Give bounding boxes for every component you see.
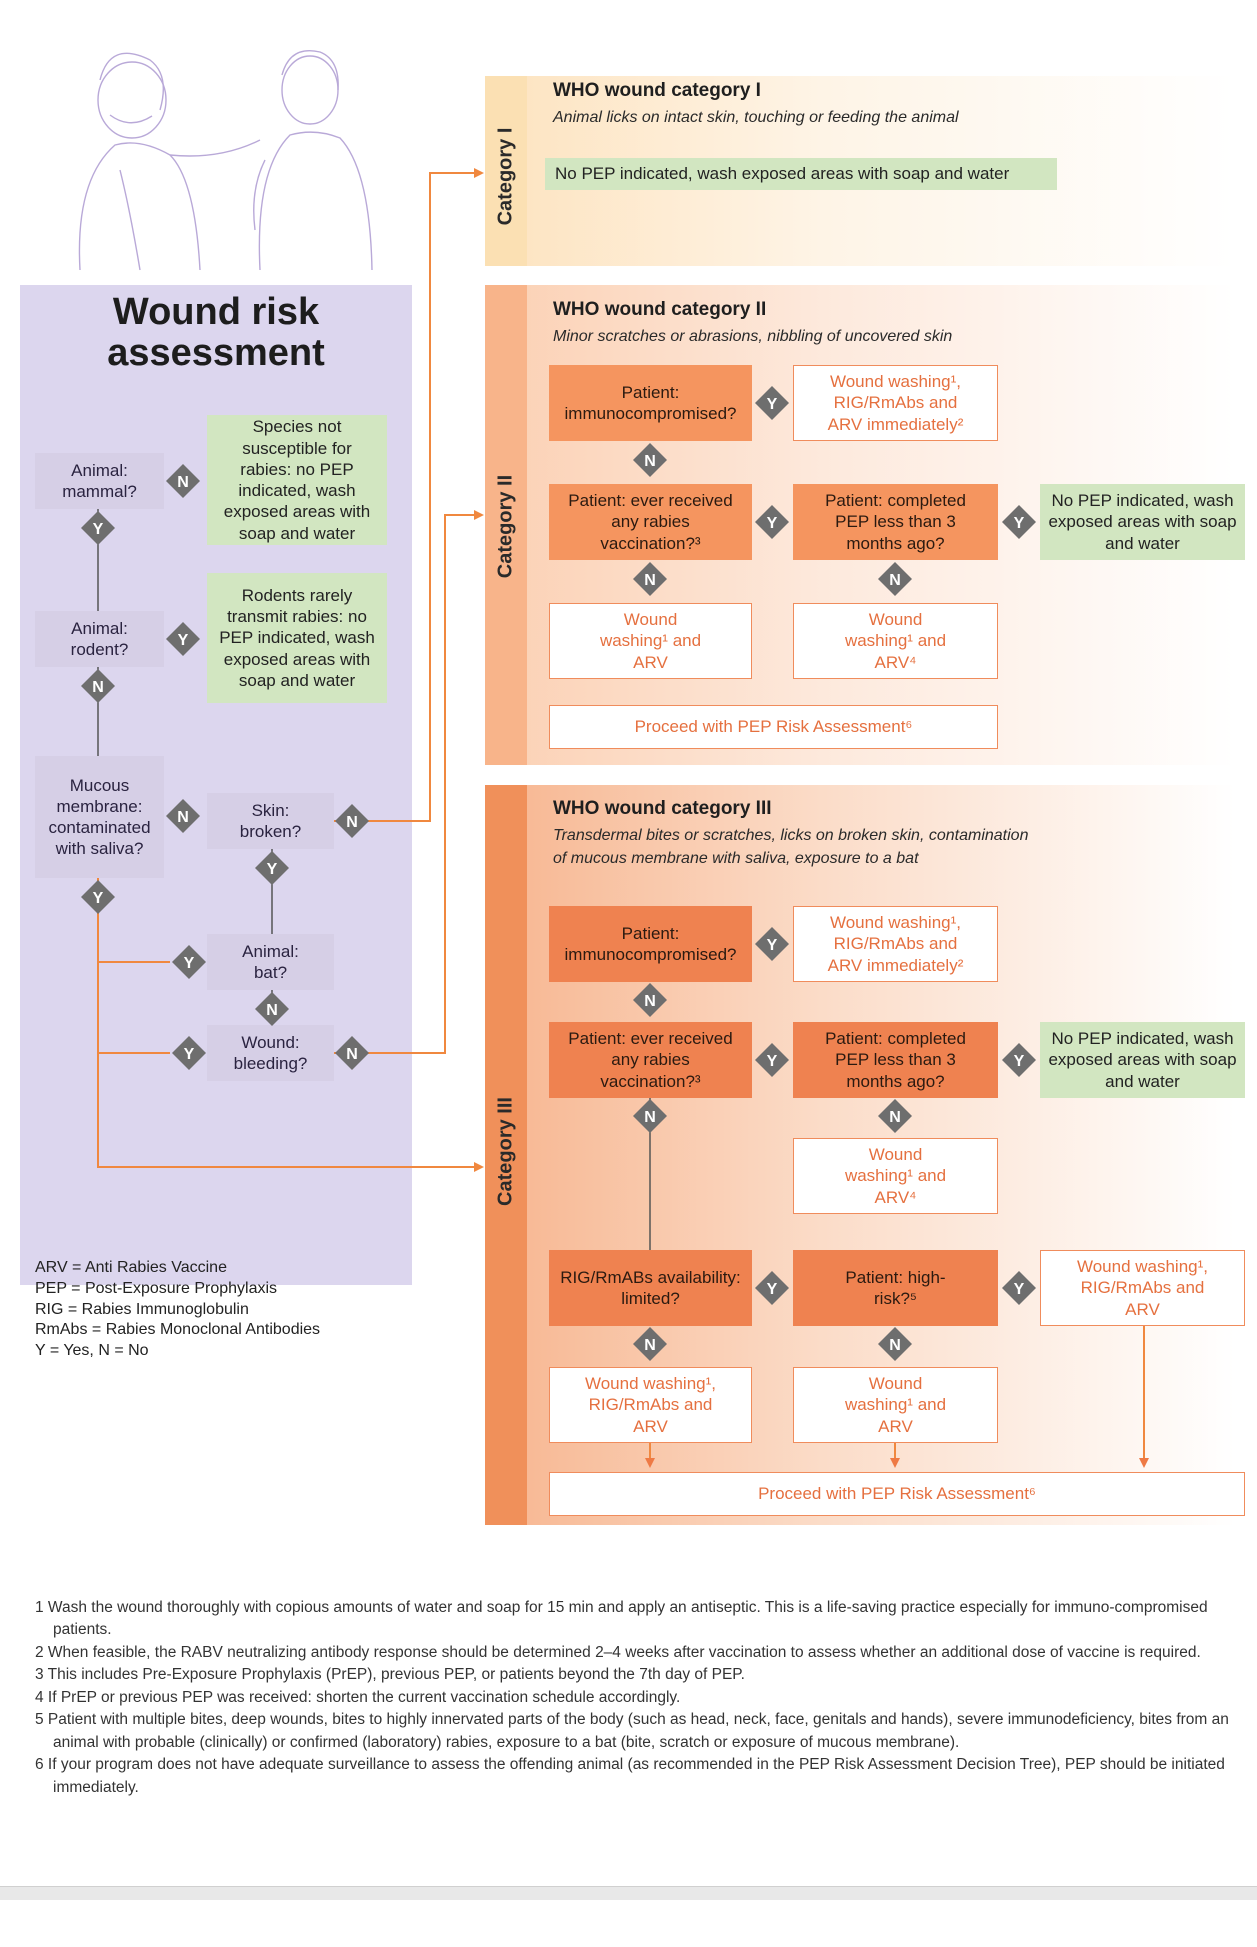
footnote: 3 This includes Pre-Exposure Prophylaxis… bbox=[35, 1666, 745, 1684]
category-3-subtitle: Transdermal bites or scratches, licks on… bbox=[553, 827, 1029, 868]
cat2-completed-pep-question: Patient: completed PEP less than 3 month… bbox=[793, 484, 998, 560]
cat3-immunocompromised-question: Patient: immunocompromised? bbox=[549, 906, 752, 982]
question-animal-bat: Animal: bat? bbox=[207, 934, 334, 990]
category-2-subtitle: Minor scratches or abrasions, nibbling o… bbox=[553, 328, 953, 345]
abbreviation-legend: ARV = Anti Rabies Vaccine PEP = Post-Exp… bbox=[35, 1258, 320, 1362]
cat3-proceed-risk-assessment: Proceed with PEP Risk Assessment⁶ bbox=[549, 1472, 1245, 1516]
legend-entry: Y = Yes, N = No bbox=[35, 1342, 149, 1360]
cat2-immunocompromised-question: Patient: immunocompromised? bbox=[549, 365, 752, 441]
legend-entry: PEP = Post-Exposure Prophylaxis bbox=[35, 1279, 278, 1297]
cat3-wash-arv4-result: Wound washing¹ and ARV⁴ bbox=[793, 1138, 998, 1214]
category-2-label: Category II bbox=[494, 474, 517, 579]
category-1-subtitle: Animal licks on intact skin, touching or… bbox=[553, 109, 959, 126]
bottom-bar bbox=[0, 1886, 1257, 1900]
question-skin-broken: Skin: broken? bbox=[207, 793, 334, 849]
cat3-vaccination-question: Patient: ever received any rabies vaccin… bbox=[549, 1022, 752, 1098]
cat3-wash-arv-result: Wound washing¹ and ARV bbox=[793, 1367, 998, 1443]
cat2-proceed-risk-assessment: Proceed with PEP Risk Assessment⁶ bbox=[549, 705, 998, 749]
footnote: 2 When feasible, the RABV neutralizing a… bbox=[35, 1643, 1201, 1661]
category-2-strip bbox=[485, 285, 527, 765]
category-3-strip bbox=[485, 785, 527, 1525]
legend-entry: RmAbs = Rabies Monoclonal Antibodies bbox=[35, 1321, 321, 1339]
footnote: 6 If your program does not have adequate… bbox=[35, 1756, 1225, 1796]
cat3-completed-pep-question: Patient: completed PEP less than 3 month… bbox=[793, 1022, 998, 1098]
result-rodents-rarely-transmit: Rodents rarely transmit rabies: no PEP i… bbox=[207, 573, 387, 703]
category-1-title: WHO wound category I bbox=[553, 80, 761, 101]
wound-risk-title: Wound risk assessment bbox=[107, 291, 325, 375]
category-3-title: WHO wound category III bbox=[553, 798, 772, 819]
category-1-label: Category I bbox=[494, 127, 517, 226]
question-mucous-membrane: Mucous membrane: contaminated with saliv… bbox=[35, 756, 164, 878]
question-animal-rodent: Animal: rodent? bbox=[35, 611, 164, 667]
cat3-immuno-result: Wound washing¹, RIG/RmAbs and ARV immedi… bbox=[793, 906, 998, 982]
question-wound-bleeding: Wound: bleeding? bbox=[207, 1025, 334, 1081]
cat2-no-pep-result: No PEP indicated, wash exposed areas wit… bbox=[1040, 484, 1245, 560]
cat3-rig-limited-result: Wound washing¹, RIG/RmAbs and ARV bbox=[549, 1367, 752, 1443]
cat3-rig-availability-question: RIG/RmABs availability: limited? bbox=[549, 1250, 752, 1326]
question-animal-mammal: Animal: mammal? bbox=[35, 453, 164, 509]
footnotes: 1 Wash the wound thoroughly with copious… bbox=[35, 1597, 1235, 1799]
cat3-high-risk-result: Wound washing¹, RIG/RmAbs and ARV bbox=[1040, 1250, 1245, 1326]
category-2-title: WHO wound category II bbox=[553, 299, 767, 320]
footnote: 1 Wash the wound thoroughly with copious… bbox=[35, 1599, 1208, 1639]
cat2-vaccination-question: Patient: ever received any rabies vaccin… bbox=[549, 484, 752, 560]
legend-entry: RIG = Rabies Immunoglobulin bbox=[35, 1300, 249, 1318]
category-3-label: Category III bbox=[494, 1097, 517, 1206]
footnote: 5 Patient with multiple bites, deep woun… bbox=[35, 1711, 1229, 1751]
result-species-not-susceptible: Species not susceptible for rabies: no P… bbox=[207, 415, 387, 545]
cat1-no-pep-result: No PEP indicated, wash exposed areas wit… bbox=[545, 158, 1057, 190]
cat2-immuno-result: Wound washing¹, RIG/RmAbs and ARV immedi… bbox=[793, 365, 998, 441]
cat3-high-risk-question: Patient: high-risk?⁵ bbox=[793, 1250, 998, 1326]
legend-entry: ARV = Anti Rabies Vaccine bbox=[35, 1259, 227, 1276]
cat3-no-pep-result: No PEP indicated, wash exposed areas wit… bbox=[1040, 1022, 1245, 1098]
cat2-wash-arv-result: Wound washing¹ and ARV bbox=[549, 603, 752, 679]
footnote: 4 If PrEP or previous PEP was received: … bbox=[35, 1688, 681, 1706]
illustration-health-workers bbox=[78, 50, 373, 271]
category-1-strip bbox=[485, 76, 527, 266]
cat2-wash-arv4-result: Wound washing¹ and ARV⁴ bbox=[793, 603, 998, 679]
